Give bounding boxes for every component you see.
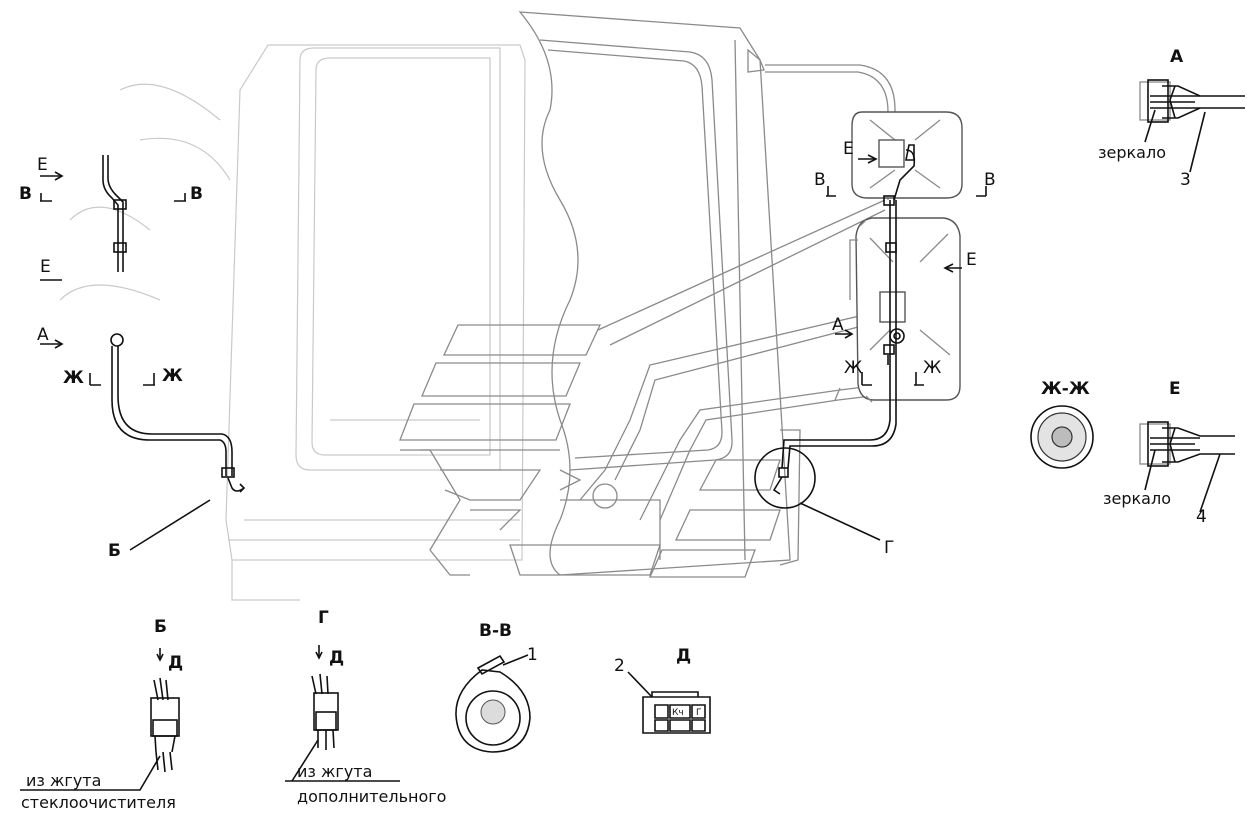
- view-B-connector: [20, 648, 180, 791]
- view-A-title: А: [1170, 47, 1184, 67]
- view-G-arrow-label: Д: [329, 648, 344, 668]
- left-harness-detail: [40, 155, 246, 551]
- view-ZhZh-title: Ж-Ж: [1041, 379, 1090, 399]
- view-VV-section: [455, 654, 531, 753]
- label-Zh-right-right: Ж: [923, 358, 941, 378]
- label-E-left-top: Е: [37, 155, 48, 175]
- view-B-caption-line2: стеклоочистителя: [21, 793, 176, 812]
- view-VV-number: 1: [527, 645, 538, 665]
- view-A-number: 3: [1180, 170, 1191, 190]
- view-G-caption-line1: из жгута: [297, 762, 372, 781]
- cab-outline: [59, 44, 526, 601]
- label-B-callout: Б: [108, 541, 121, 561]
- step-plates: [399, 324, 781, 578]
- label-Zh-left: Ж: [63, 368, 84, 388]
- view-G-connector: [285, 645, 400, 782]
- view-B-arrow-label: Д: [168, 653, 183, 673]
- label-Zh-right: Ж: [162, 366, 183, 386]
- view-E-number: 4: [1196, 507, 1207, 527]
- view-E-title: Е: [1169, 379, 1181, 399]
- harness-routing: [579, 64, 896, 521]
- view-VV-title: В-В: [479, 621, 512, 641]
- label-E-left-mid: Е: [40, 257, 51, 277]
- view-G-caption-line2: дополнительного: [297, 787, 446, 806]
- view-D-cell-2: Г: [696, 708, 702, 718]
- view-G-title: Г: [318, 608, 329, 628]
- view-E-connector: [1139, 421, 1235, 513]
- view-D-connector: [627, 671, 711, 734]
- mirror-assembly: [754, 111, 987, 541]
- view-ZhZh-section: [1030, 405, 1094, 469]
- door-outline: [518, 11, 801, 576]
- view-A-connector: [1139, 79, 1245, 173]
- label-V-right-left: В: [814, 170, 826, 190]
- view-D-number: 2: [614, 656, 625, 676]
- view-D-cell-1: Кч: [672, 708, 684, 718]
- label-V-left: В: [19, 184, 32, 204]
- label-V-right-right: В: [984, 170, 996, 190]
- view-E-text: зеркало: [1103, 489, 1171, 508]
- view-D-title: Д: [676, 646, 691, 666]
- label-A-right: А: [832, 315, 844, 335]
- label-E-right-top: Е: [843, 139, 854, 159]
- label-V-right: В: [190, 184, 203, 204]
- label-G-callout: Г: [884, 538, 894, 558]
- view-B-caption-line1: из жгута: [26, 771, 101, 790]
- label-E-right-mid: Е: [966, 250, 977, 270]
- view-B-title: Б: [154, 617, 167, 637]
- label-A-left: А: [37, 325, 49, 345]
- view-A-text: зеркало: [1098, 143, 1166, 162]
- label-Zh-right-left: Ж: [844, 358, 862, 378]
